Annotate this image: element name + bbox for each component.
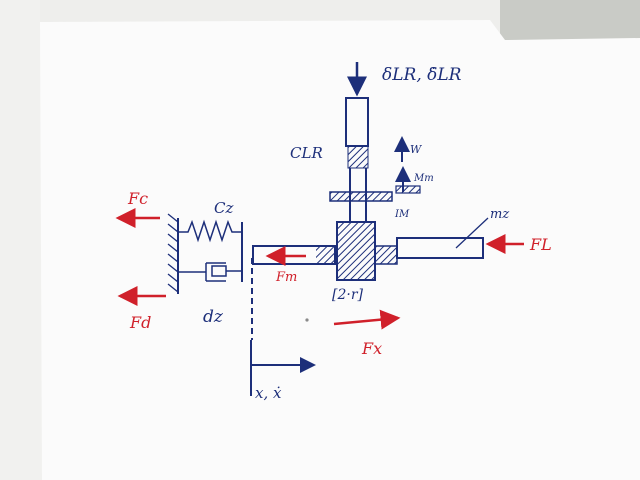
- fx-arrow: [333, 309, 401, 330]
- label-fm: Fm: [275, 270, 297, 285]
- motor-pinion: [395, 185, 421, 194]
- label-cz: Cz: [214, 199, 233, 217]
- motor-gear: [329, 191, 393, 202]
- label-c-lr: CLR: [290, 144, 323, 162]
- paper-speck: [305, 318, 309, 322]
- label-input: δLR, δ̇LR: [382, 65, 462, 85]
- label-fc: Fc: [127, 189, 148, 208]
- label-fd: Fd: [129, 313, 151, 332]
- spring-cz: [178, 219, 242, 243]
- rack-teeth-left: [316, 246, 336, 264]
- column-stiffness-spring: [347, 145, 369, 169]
- label-fl: FL: [529, 235, 552, 254]
- label-axis: x, ẋ: [255, 384, 282, 402]
- pinion-block: [336, 221, 376, 281]
- label-pinion: [2·r]: [332, 287, 364, 303]
- damper-cylinder: [205, 262, 226, 282]
- label-im: IM: [394, 209, 410, 220]
- label-w: W: [410, 143, 423, 156]
- label-fx: Fx: [361, 339, 382, 358]
- rack-right: [396, 237, 484, 259]
- rack-teeth-right: [374, 245, 398, 265]
- wall-hatching: [167, 213, 179, 293]
- label-mz: mz: [490, 207, 509, 222]
- mz-leader: [455, 217, 489, 249]
- label-dz: dz: [203, 307, 224, 327]
- label-mm: Mm: [413, 173, 434, 184]
